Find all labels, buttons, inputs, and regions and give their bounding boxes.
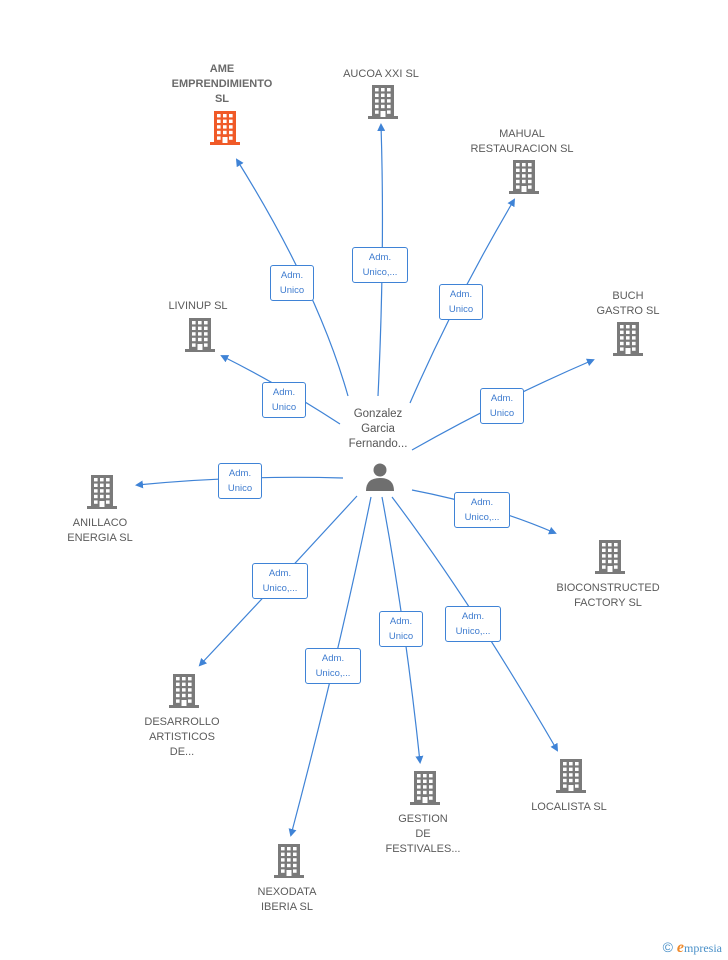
- building-icon-localista[interactable]: [556, 759, 586, 793]
- company-nexodata[interactable]: NEXODATA IBERIA SL: [212, 885, 362, 915]
- company-name: LIVINUP SL: [168, 300, 228, 312]
- edge-label-aucoa[interactable]: Adm. Unico,...: [352, 247, 408, 283]
- company-aucoa[interactable]: AUCOA XXI SL: [306, 67, 456, 82]
- building-icon-gestion[interactable]: [410, 771, 440, 805]
- company-name: MAHUAL RESTAURACION SL: [470, 128, 574, 155]
- building-icon-desarrollo[interactable]: [169, 674, 199, 708]
- company-buch[interactable]: BUCH GASTRO SL: [553, 289, 703, 319]
- company-name: BIOCONSTRUCTED FACTORY SL: [556, 582, 660, 609]
- building-icon-livinup[interactable]: [185, 318, 215, 352]
- building-icon-bioconstructed[interactable]: [595, 540, 625, 574]
- edge-label-bioconstructed[interactable]: Adm. Unico,...: [454, 492, 510, 528]
- company-name: ANILLACO ENERGIA SL: [67, 517, 133, 544]
- edge-label-mahual[interactable]: Adm. Unico: [439, 284, 483, 320]
- company-name: LOCALISTA SL: [531, 801, 607, 813]
- company-bioconstructed[interactable]: BIOCONSTRUCTED FACTORY SL: [533, 581, 683, 611]
- edge-label-localista[interactable]: Adm. Unico,...: [445, 606, 501, 642]
- edge-label-desarrollo[interactable]: Adm. Unico,...: [252, 563, 308, 599]
- company-gestion[interactable]: GESTION DE FESTIVALES...: [348, 812, 498, 857]
- edge-label-gestion[interactable]: Adm. Unico: [379, 611, 423, 647]
- company-mahual[interactable]: MAHUAL RESTAURACION SL: [447, 127, 597, 157]
- edge-label-nexodata[interactable]: Adm. Unico,...: [305, 648, 361, 684]
- building-icon-mahual[interactable]: [509, 160, 539, 194]
- building-icon-buch[interactable]: [613, 322, 643, 356]
- company-name: DESARROLLO ARTISTICOS DE...: [144, 716, 220, 758]
- company-name: AUCOA XXI SL: [343, 68, 419, 80]
- building-icon-anillaco[interactable]: [87, 475, 117, 509]
- company-anillaco[interactable]: ANILLACO ENERGIA SL: [25, 516, 175, 546]
- company-name: BUCH GASTRO SL: [596, 290, 660, 317]
- company-name: NEXODATA IBERIA SL: [257, 886, 317, 913]
- edge-label-anillaco[interactable]: Adm. Unico: [218, 463, 262, 499]
- company-livinup[interactable]: LIVINUP SL: [123, 299, 273, 314]
- edge-label-livinup[interactable]: Adm. Unico: [262, 382, 306, 418]
- company-localista[interactable]: LOCALISTA SL: [494, 800, 644, 815]
- center-person-name[interactable]: Gonzalez Garcia Fernando...: [348, 408, 408, 450]
- company-name: GESTION DE FESTIVALES...: [385, 813, 461, 855]
- brand-initial: e: [676, 939, 684, 956]
- company-name: AME EMPRENDIMIENTO SL: [171, 63, 273, 105]
- building-icon-aucoa[interactable]: [368, 85, 398, 119]
- copyright-symbol: ©: [662, 939, 673, 955]
- empresia-brand[interactable]: ©empresia: [663, 939, 722, 957]
- edge-label-buch[interactable]: Adm. Unico: [480, 388, 524, 424]
- edge-label-ame[interactable]: Adm. Unico: [270, 265, 314, 301]
- person-icon[interactable]: [366, 463, 394, 492]
- company-desarrollo[interactable]: DESARROLLO ARTISTICOS DE...: [107, 715, 257, 760]
- building-icon-nexodata[interactable]: [274, 844, 304, 878]
- company-ame[interactable]: AME EMPRENDIMIENTO SL: [147, 62, 297, 107]
- building-icon-ame[interactable]: [210, 111, 240, 145]
- brand-name: mpresia: [684, 941, 722, 955]
